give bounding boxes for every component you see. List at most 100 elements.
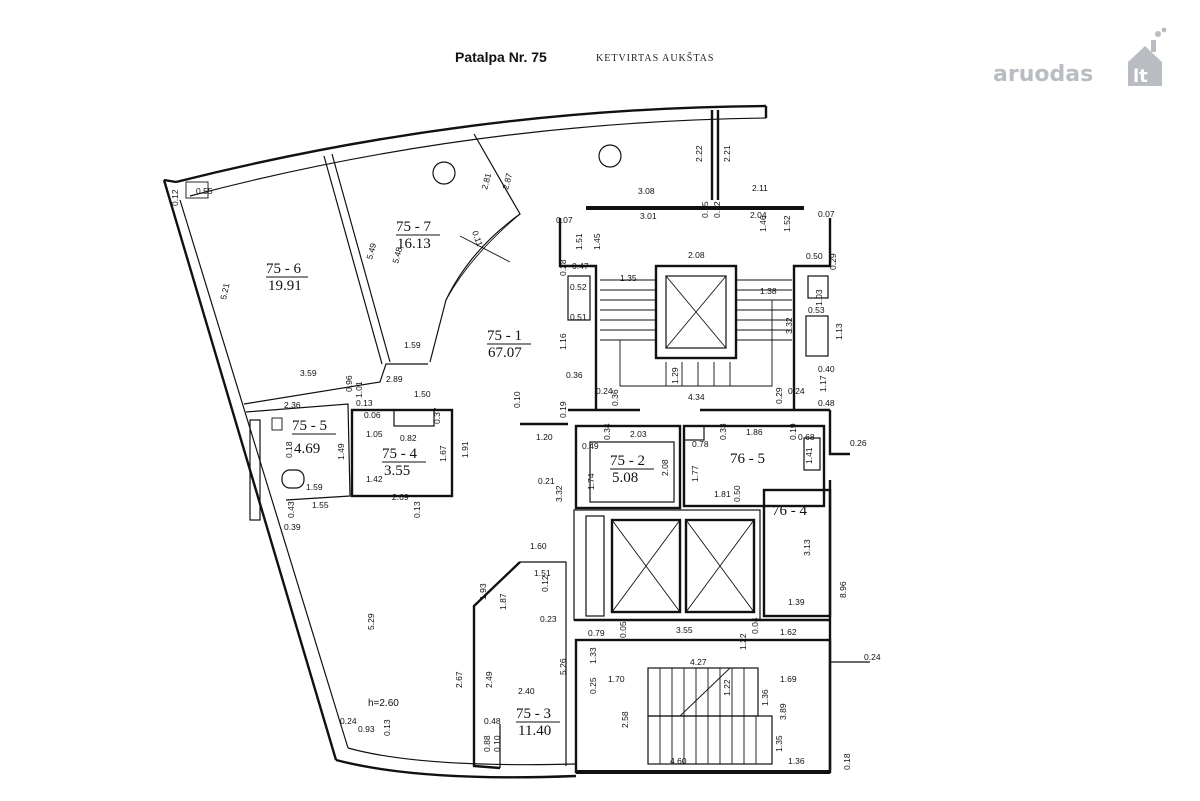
floor-subtitle: KETVIRTAS AUKŠTAS bbox=[596, 52, 714, 64]
dimension-label: 8.96 bbox=[838, 581, 848, 598]
dimension-label: 0.51 bbox=[570, 312, 587, 322]
dimension-label: 3.89 bbox=[778, 703, 788, 720]
dimension-label: 1.35 bbox=[620, 273, 637, 283]
dimension-label: 1.35 bbox=[774, 735, 784, 752]
room-label: 76 - 5 bbox=[730, 451, 765, 467]
room-id: 76 - 5 bbox=[730, 451, 765, 467]
dimension-label: 2.11 bbox=[752, 183, 768, 193]
dimension-label: 0.12 bbox=[712, 201, 722, 218]
room-id: 76 - 4 bbox=[772, 503, 807, 519]
wall-6-bottom bbox=[243, 363, 428, 405]
room-area: 4.69 bbox=[294, 441, 320, 457]
dimension-label: 1.20 bbox=[536, 432, 553, 442]
room-area: 67.07 bbox=[488, 345, 522, 361]
dimension-label: 0.19 bbox=[558, 401, 568, 418]
dimension-label: 1.67 bbox=[438, 445, 448, 462]
room-id: 75 - 5 bbox=[292, 418, 327, 434]
dimension-label: 0.24 bbox=[788, 386, 805, 396]
dimension-label: 2.58 bbox=[620, 711, 630, 728]
dimension-label: 0.24 bbox=[596, 386, 613, 396]
dimension-label: 5.48 bbox=[390, 246, 404, 265]
room-label: 75 - 5 4.69 bbox=[292, 418, 336, 457]
dimension-label: 1.74 bbox=[586, 473, 596, 490]
dimension-label: 1.52 bbox=[782, 215, 792, 232]
dimension-label: 0.88 bbox=[482, 735, 492, 752]
room-area: 19.91 bbox=[268, 278, 302, 294]
dimension-label: 2.69 bbox=[392, 492, 409, 502]
dimension-label: 0.24 bbox=[340, 716, 357, 726]
dimension-label: 2.40 bbox=[518, 686, 535, 696]
dimension-label: 2.87 bbox=[500, 172, 514, 191]
house-icon bbox=[1128, 27, 1167, 86]
dimension-label: 1.86 bbox=[746, 427, 763, 437]
logo-text: aruodas bbox=[993, 62, 1093, 87]
dimension-label: 0.36 bbox=[610, 389, 620, 406]
dimension-label: 0.43 bbox=[286, 501, 296, 518]
dimension-label: 0.18 bbox=[284, 441, 294, 458]
dimension-label: 2.21 bbox=[722, 145, 732, 162]
dimension-label: 0.13 bbox=[382, 719, 392, 736]
dimension-label: 0.68 bbox=[798, 432, 815, 442]
dimension-label: 1.05 bbox=[366, 429, 383, 439]
dimension-label: 5.49 bbox=[364, 242, 378, 261]
column-icon bbox=[432, 161, 456, 185]
dimension-label: 1.59 bbox=[404, 340, 421, 350]
room-75-2-walls bbox=[574, 424, 682, 510]
dimension-label: 1.93 bbox=[478, 583, 488, 600]
dimension-label: 2.81 bbox=[479, 172, 493, 191]
dimension-label: 1.45 bbox=[592, 233, 602, 250]
staircase-lower bbox=[647, 667, 773, 765]
room-label: 76 - 4 bbox=[772, 503, 807, 519]
room-area: 5.08 bbox=[612, 470, 638, 486]
dimension-label: 0.21 bbox=[538, 476, 555, 486]
room-id: 75 - 2 bbox=[610, 453, 645, 469]
dimension-label: 0.50 bbox=[806, 251, 823, 261]
dimension-label: 4.60 bbox=[670, 756, 687, 766]
staircase-upper bbox=[600, 279, 792, 387]
dimension-label: 2.36 bbox=[284, 400, 301, 410]
dimension-label: 1.87 bbox=[498, 593, 508, 610]
elevator-shaft bbox=[684, 518, 756, 614]
dimension-label: 1.16 bbox=[558, 333, 568, 350]
aruodas-logo: aruodas lt bbox=[993, 27, 1167, 87]
room-76-5-walls bbox=[682, 424, 826, 508]
left-wall-inner bbox=[179, 199, 349, 749]
facade-bottom-inner bbox=[347, 747, 577, 766]
room-label: 75 - 4 3.55 bbox=[382, 446, 426, 479]
dimension-label: 0.50 bbox=[732, 485, 742, 502]
ceiling-height: h=2.60 bbox=[368, 698, 399, 709]
dimension-label: 2.08 bbox=[660, 459, 670, 476]
dimension-label: 0.19 bbox=[788, 423, 798, 440]
dimension-label: 0.29 bbox=[774, 387, 784, 404]
dimension-label: 1.01 bbox=[354, 381, 364, 398]
dimension-label: 1.60 bbox=[530, 541, 547, 551]
room-label: 75 - 6 19.91 bbox=[266, 261, 308, 294]
dimension-label: 1.51 bbox=[534, 568, 551, 578]
dimension-label: 0.23 bbox=[540, 614, 557, 624]
dimension-label: 0.33 bbox=[718, 423, 728, 440]
dimension-label: 4.34 bbox=[688, 392, 705, 402]
room-label: 75 - 1 67.07 bbox=[487, 328, 531, 361]
room-75-5-walls bbox=[245, 403, 351, 501]
dimension-label: 0.13 bbox=[412, 501, 422, 518]
room-area: 16.13 bbox=[397, 236, 431, 252]
dimension-label: 0.55 bbox=[196, 186, 213, 196]
dimension-label: 0.25 bbox=[588, 677, 598, 694]
room-75-3-left-wall bbox=[472, 561, 521, 770]
dimension-label: 0.36 bbox=[566, 370, 583, 380]
dimension-label: 0.39 bbox=[284, 522, 301, 532]
dimension-label: 0.11 bbox=[470, 229, 485, 248]
dimension-label: 1.46 bbox=[758, 215, 768, 232]
facade-bottom-outer bbox=[335, 758, 577, 779]
toilet-icon bbox=[281, 469, 305, 489]
dimension-label: 0.10 bbox=[492, 735, 502, 752]
dimension-label: 0.13 bbox=[356, 398, 373, 408]
dimension-label: 0.49 bbox=[582, 441, 599, 451]
room-area: 3.55 bbox=[384, 463, 410, 479]
dimension-label: 1.22 bbox=[738, 633, 748, 650]
room-id: 75 - 6 bbox=[266, 261, 301, 277]
dimension-label: 3.55 bbox=[676, 625, 693, 635]
dimension-label: 0.93 bbox=[358, 724, 375, 734]
